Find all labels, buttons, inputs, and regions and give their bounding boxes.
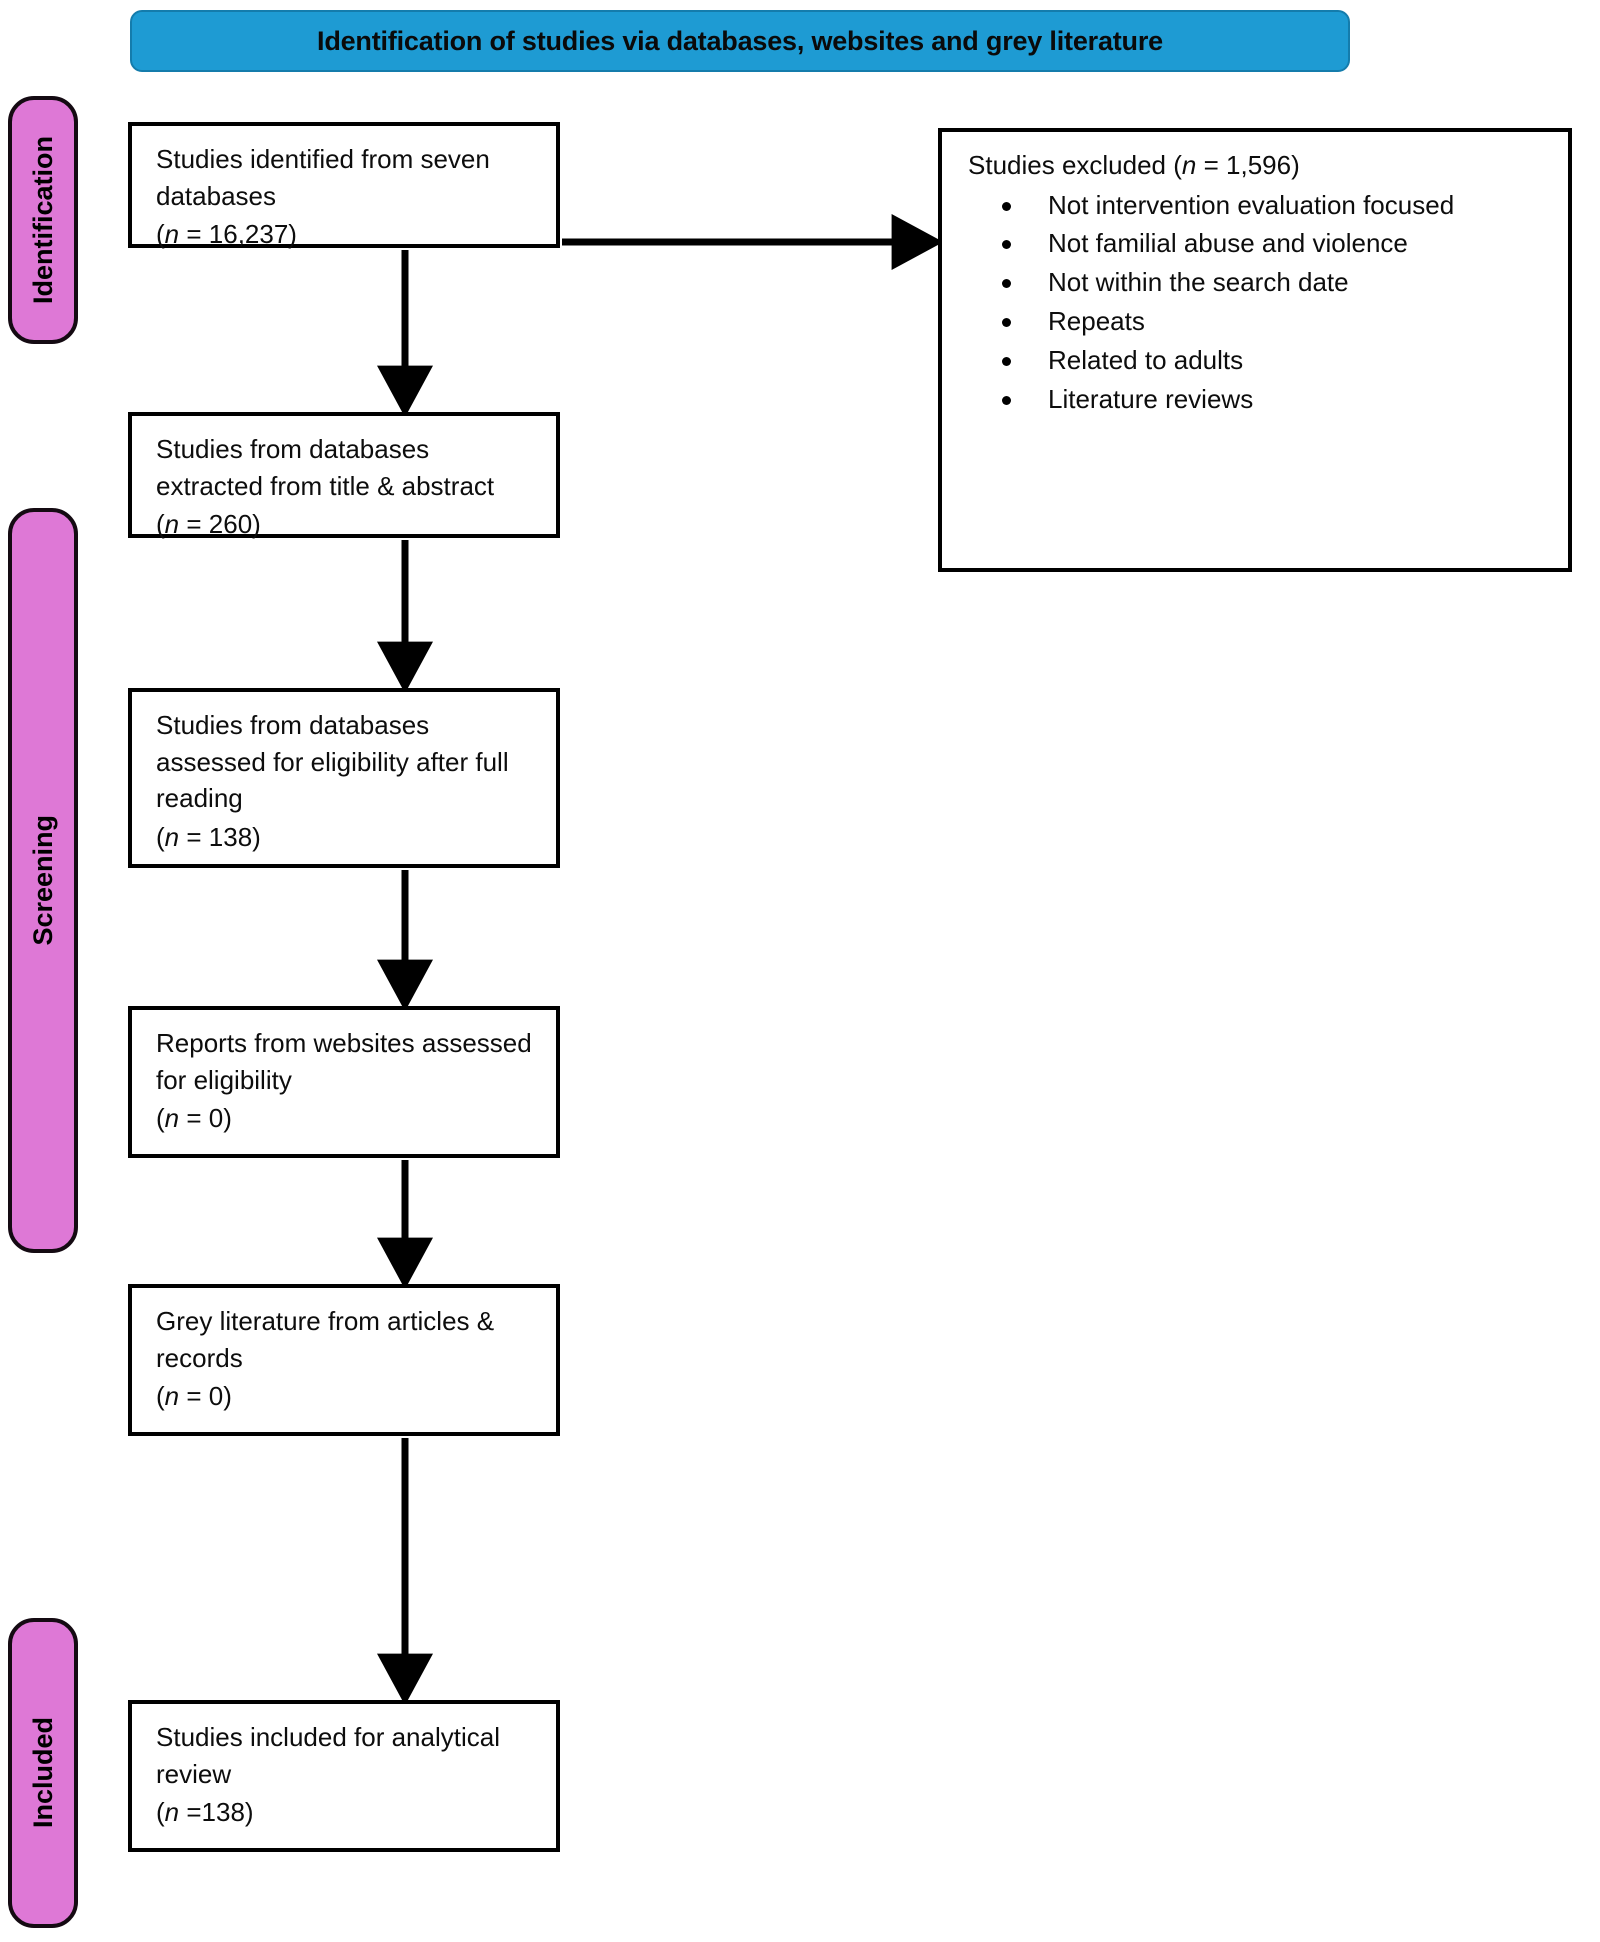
diagram-header-banner: Identification of studies via databases,… [130,10,1350,72]
box-included-count: (n =138) [156,1797,254,1828]
box-full-text-line2: assessed for eligibility after full [156,746,509,777]
box-title-abstract-line2: extracted from title & abstract [156,470,495,501]
box-title-abstract-line1: Studies from databases [156,434,430,464]
exclusion-reason-item: Repeats [1002,303,1558,340]
box-studies-identified-line2: databases [156,180,276,211]
box-grey-line1: Grey literature from articles & [156,1306,495,1336]
exclusion-reason-item: Not intervention evaluation focused [1002,187,1558,224]
box-studies-identified: Studies identified from seven databases … [128,122,560,249]
box-studies-identified-line1: Studies identified from seven [156,144,490,174]
box-full-text-count: (n = 138) [156,821,261,852]
box-title-abstract-count: (n = 260) [156,509,261,540]
phase-label-screening-text: Screening [27,815,58,946]
box-full-text-eligibility: Studies from databases assessed for elig… [128,688,560,868]
exclusion-reason-item: Literature reviews [1002,381,1558,418]
box-included-line2: review [156,1758,232,1789]
box-included-line1: Studies included for analytical [156,1722,500,1752]
phase-label-identification-text: Identification [27,136,58,304]
box-studies-excluded: Studies excluded (n = 1,596) Not interve… [938,128,1572,572]
phase-label-screening: Screening [8,508,78,1253]
box-grey-count: (n = 0) [156,1381,232,1412]
exclusion-reason-item: Not within the search date [1002,264,1558,301]
exclusion-reason-item: Related to adults [1002,342,1558,379]
box-websites-count: (n = 0) [156,1103,232,1134]
box-excluded-title: Studies excluded (n = 1,596) [968,150,1300,180]
exclusion-reason-list: Not intervention evaluation focused Not … [968,187,1558,418]
box-title-abstract-extracted: Studies from databases extracted from ti… [128,412,560,539]
phase-label-included-text: Included [27,1717,58,1829]
box-reports-from-websites: Reports from websites assessed for eligi… [128,1006,560,1158]
diagram-title: Identification of studies via databases,… [317,25,1163,56]
phase-label-identification: Identification [8,96,78,344]
box-full-text-line1: Studies from databases [156,710,430,740]
phase-label-included: Included [8,1618,78,1928]
exclusion-reason-item: Not familial abuse and violence [1002,225,1558,262]
box-studies-identified-count: (n = 16,237) [156,219,297,250]
box-grey-literature: Grey literature from articles & records … [128,1284,560,1436]
box-websites-line2: for eligibility [156,1064,292,1095]
box-websites-line1: Reports from websites assessed [156,1028,532,1058]
box-full-text-line3: reading [156,783,243,814]
box-grey-line2: records [156,1342,243,1373]
box-studies-included: Studies included for analytical review (… [128,1700,560,1852]
